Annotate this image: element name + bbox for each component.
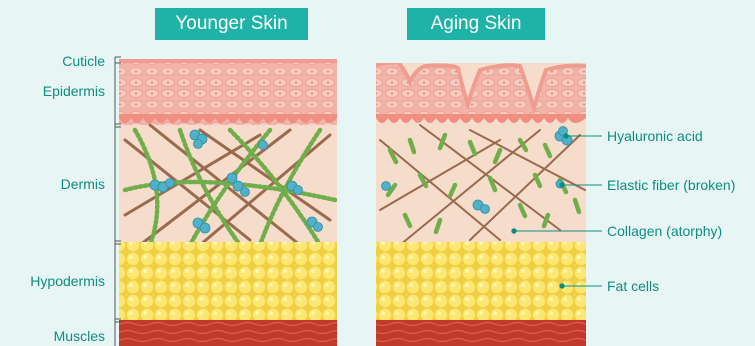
elastic-fiber-label: Elastic fiber (broken) bbox=[607, 177, 735, 193]
cuticle-label: Cuticle bbox=[62, 53, 105, 69]
hypodermis-label: Hypodermis bbox=[30, 273, 105, 289]
younger-skin-cross-section bbox=[119, 59, 337, 346]
fat-cells-label: Fat cells bbox=[607, 278, 659, 294]
hyaluronic-acid-label: Hyaluronic acid bbox=[607, 128, 703, 144]
aging-muscle-layer bbox=[376, 320, 586, 346]
aging-fat-layer bbox=[376, 242, 586, 320]
young-muscle-layer bbox=[119, 320, 337, 346]
aging-skin-cross-section bbox=[376, 59, 586, 346]
young-fat-layer bbox=[119, 242, 337, 320]
collagen-label: Collagen (atorphy) bbox=[607, 223, 722, 239]
young-cuticle-layer bbox=[119, 59, 337, 63]
muscles-label: Muscles bbox=[54, 328, 105, 344]
dermis-label: Dermis bbox=[61, 176, 105, 192]
epidermis-label: Epidermis bbox=[43, 83, 105, 99]
